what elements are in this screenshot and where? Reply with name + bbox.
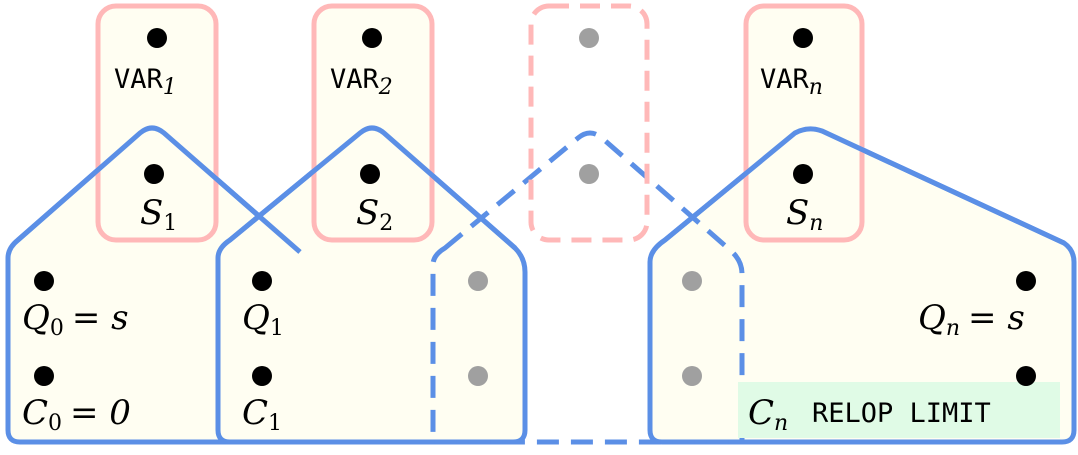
sn-label: Sn <box>786 193 823 236</box>
qn-node <box>1016 271 1036 291</box>
var2-label: VAR2 <box>330 64 393 100</box>
cn-highlight <box>738 382 1060 438</box>
group-overlay-lines <box>16 125 1066 254</box>
var-boxes <box>95 3 865 243</box>
labels: VAR1 VAR2 VARn S1 S2 Sn Q0= s Q1 Qn= s C… <box>22 64 1025 436</box>
s1-label: S1 <box>140 193 177 236</box>
s-ellipsis-node <box>579 164 599 184</box>
var1-node <box>147 28 167 48</box>
s2-label: S2 <box>356 193 393 236</box>
s1-node <box>144 164 164 184</box>
qn-label: Qn= s <box>918 298 1025 341</box>
q1-label: Q1 <box>242 298 284 341</box>
s2-node <box>360 164 380 184</box>
c0-label: C0= 0 <box>22 393 131 436</box>
cn-label: Cn <box>748 393 788 436</box>
sn-node <box>793 164 813 184</box>
var1-box <box>95 3 219 243</box>
varn-box <box>743 3 865 243</box>
group-ellipsis-shape <box>430 130 745 445</box>
c-ellipsis-node <box>468 366 488 386</box>
var2-box <box>311 3 435 243</box>
cn-relop-limit: RELOP LIMIT <box>812 398 991 429</box>
var1-label: VAR1 <box>114 64 177 100</box>
q0-label: Q0= s <box>22 298 129 341</box>
q-ellipsis2-node <box>682 271 702 291</box>
q0-node <box>34 271 54 291</box>
cn-node <box>1016 366 1036 386</box>
var2-node <box>362 28 382 48</box>
q1-node <box>252 271 272 291</box>
q-ellipsis-node <box>468 271 488 291</box>
varn-node <box>793 28 813 48</box>
var-ellipsis-box <box>528 3 650 243</box>
varn-label: VARn <box>760 64 823 100</box>
c1-node <box>252 366 272 386</box>
c0-node <box>34 366 54 386</box>
c1-label: C1 <box>242 393 282 436</box>
c-ellipsis2-node <box>682 366 702 386</box>
nodes <box>34 28 1036 386</box>
var-ellipsis-node <box>579 28 599 48</box>
